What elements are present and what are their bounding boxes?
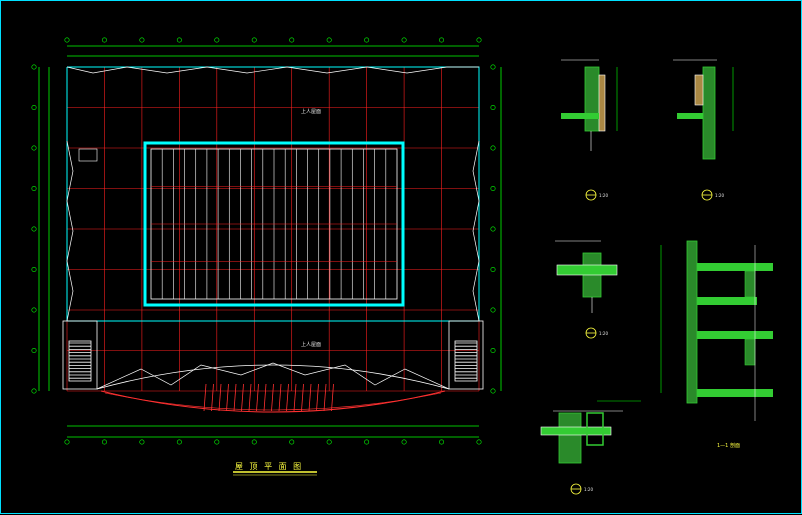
lower-roof-label: 上人屋面 [301, 341, 321, 348]
wall-detail-1: 1:20 [561, 59, 618, 201]
axis-bubble-bottom [401, 439, 407, 445]
axis-bubble-bottom [289, 439, 295, 445]
axis-bubble-bottom [176, 439, 182, 445]
canopy-slat [226, 383, 229, 412]
canopy-slat [331, 383, 334, 412]
gutter-detail-4: 1:20 [540, 400, 641, 495]
canopy-slat [218, 383, 222, 412]
axis-bubble-top [289, 37, 295, 43]
axis-bubble-left [31, 347, 37, 353]
building-outline [66, 66, 480, 322]
canopy-slat [233, 383, 237, 412]
section-1-1: 1—1 剖面 [660, 240, 773, 449]
canopy-slat [278, 383, 282, 412]
wall-detail-2: 1:20 [673, 59, 734, 201]
axis-bubble-right [490, 266, 496, 272]
axis-bubble-top [176, 37, 182, 43]
axis-bubble-left [31, 307, 37, 313]
stair-room-left [62, 320, 98, 390]
axis-bubble-right [490, 64, 496, 70]
axis-bubble-top [139, 37, 145, 43]
canopy-slat [248, 383, 252, 412]
canopy-slat [256, 383, 259, 412]
canopy-slat [203, 383, 207, 412]
axis-bubble-top [364, 37, 370, 43]
section-caption: 1—1 剖面 [717, 442, 740, 449]
axis-bubble-left [31, 388, 37, 394]
canopy-slat [316, 383, 319, 412]
axis-bubble-left [31, 105, 37, 111]
canopy-slat [263, 383, 267, 412]
canopy-slat [293, 383, 297, 412]
axis-bubble-right [490, 307, 496, 313]
axis-bubble-left [31, 64, 37, 70]
roof-hatch-box [78, 148, 98, 162]
beam-detail-3: 1:20 [555, 240, 618, 339]
axis-bubble-right [490, 226, 496, 232]
axis-bubble-left [31, 226, 37, 232]
axis-bubble-bottom [64, 439, 70, 445]
detail-4-scale: 1:20 [584, 487, 593, 492]
axis-bubble-top [401, 37, 407, 43]
curved-canopy [96, 362, 450, 413]
canopy-slat [301, 383, 304, 412]
axis-bubble-bottom [476, 439, 482, 445]
stair-room-right [448, 320, 484, 390]
dimension-lines [38, 45, 502, 438]
axis-bubble-top [251, 37, 257, 43]
axis-bubble-right [490, 105, 496, 111]
structural-grid [66, 66, 480, 392]
axis-bubble-top [439, 37, 445, 43]
axis-bubble-left [31, 266, 37, 272]
axis-bubble-left [31, 145, 37, 151]
canopy-slat [211, 383, 214, 412]
axis-bubbles [31, 37, 496, 445]
upper-roof-label: 上人屋面 [301, 108, 321, 115]
axis-bubble-bottom [326, 439, 332, 445]
axis-bubble-bottom [251, 439, 257, 445]
detail-2-scale: 1:20 [715, 193, 724, 198]
central-skylight [143, 141, 405, 307]
axis-bubble-right [490, 186, 496, 192]
axis-bubble-bottom [139, 439, 145, 445]
axis-bubble-top [64, 37, 70, 43]
axis-bubble-top [476, 37, 482, 43]
detail-3-scale: 1:20 [599, 331, 608, 336]
axis-bubble-top [101, 37, 107, 43]
drawing-title: 屋 顶 平 面 图 [235, 462, 303, 471]
axis-bubble-right [490, 388, 496, 394]
axis-bubble-right [490, 145, 496, 151]
axis-bubble-bottom [439, 439, 445, 445]
axis-bubble-right [490, 347, 496, 353]
canopy-slat [286, 383, 289, 412]
axis-bubble-bottom [214, 439, 220, 445]
canopy-slat [271, 383, 274, 412]
canopy-slat [323, 383, 327, 412]
canopy-slat [308, 383, 312, 412]
axis-bubble-bottom [364, 439, 370, 445]
detail-1-scale: 1:20 [599, 193, 608, 198]
canopy-slat [241, 383, 244, 412]
axis-bubble-bottom [101, 439, 107, 445]
axis-bubble-left [31, 186, 37, 192]
axis-bubble-top [214, 37, 220, 43]
axis-bubble-top [326, 37, 332, 43]
